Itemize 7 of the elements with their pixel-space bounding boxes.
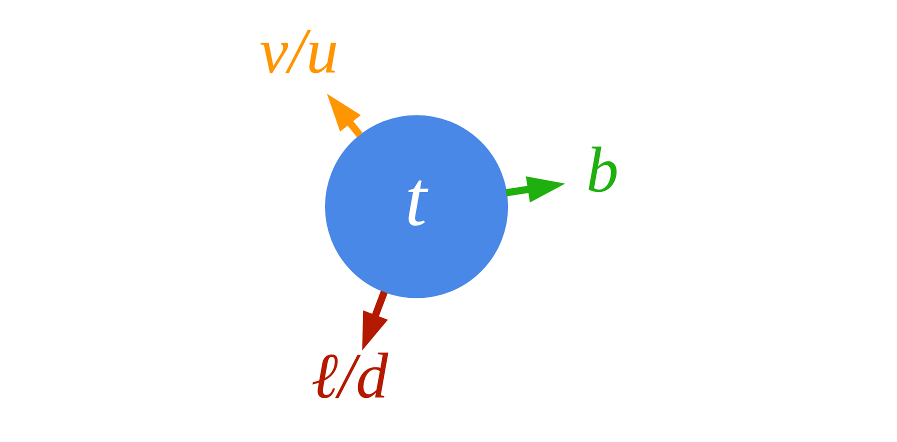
node-text: ℓ/d (311, 339, 388, 412)
arrow (506, 176, 566, 202)
node-text: ν/u (260, 14, 338, 87)
node-circle: t (325, 115, 508, 298)
node-text: b (586, 134, 619, 206)
arrow (326, 94, 363, 138)
arrow (362, 290, 388, 350)
